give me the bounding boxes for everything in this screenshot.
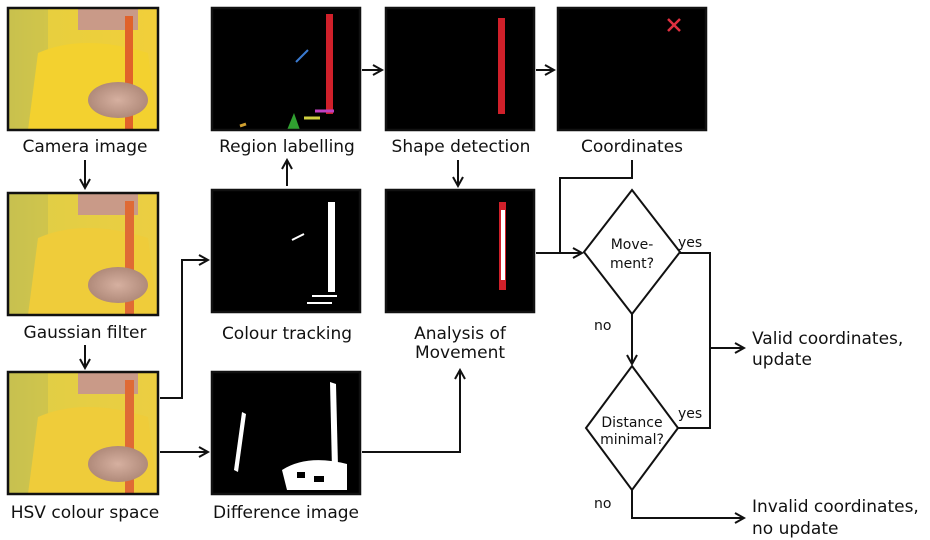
shape-detection-label: Shape detection (392, 137, 531, 157)
gaussian-filter-label: Gaussian filter (24, 323, 147, 343)
region-labelling-label: Region labelling (219, 137, 355, 157)
valid-outcome-line2: update (752, 350, 812, 370)
movement-decision-line2: ment? (610, 256, 654, 272)
colour-tracking-label: Colour tracking (222, 324, 352, 344)
arrow-movement-yes-to-valid (680, 252, 711, 348)
invalid-outcome-line1: Invalid coordinates, (752, 497, 919, 517)
camera-image-thumbnail (6, 6, 160, 132)
analysis-label-line1: Analysis of (414, 324, 507, 344)
arrow-hsv-to-colour-tracking (160, 260, 208, 399)
analysis-of-movement-thumbnail (384, 188, 536, 314)
coordinates-thumbnail (556, 6, 708, 132)
arrow-distance-no-to-invalid (631, 490, 744, 518)
distance-decision-line1: Distance (601, 415, 662, 431)
arrow-distance-yes-to-valid (678, 348, 711, 429)
distance-yes-label: yes (678, 406, 702, 422)
movement-no-label: no (594, 318, 611, 334)
invalid-outcome-line2: no update (752, 519, 838, 539)
gaussian-filter-thumbnail (6, 191, 160, 317)
distance-decision-line2: minimal? (600, 432, 664, 448)
region-labelling-thumbnail (210, 6, 362, 132)
analysis-label-line2: Movement (415, 343, 505, 363)
coordinates-label: Coordinates (581, 137, 683, 157)
shape-detection-thumbnail (384, 6, 536, 132)
difference-image-label: Difference image (213, 503, 359, 523)
arrow-difference-to-analysis (362, 370, 460, 453)
hsv-colour-space-label: HSV colour space (11, 503, 160, 523)
camera-image-label: Camera image (22, 137, 147, 157)
difference-image-thumbnail (210, 370, 362, 496)
hsv-colour-space-thumbnail (6, 370, 160, 496)
colour-tracking-thumbnail (210, 188, 362, 314)
movement-decision-line1: Move- (611, 237, 654, 253)
valid-outcome-line1: Valid coordinates, (752, 329, 903, 349)
movement-yes-label: yes (678, 235, 702, 251)
arrow-coordinates-to-movement (559, 160, 633, 253)
distance-no-label: no (594, 496, 611, 512)
